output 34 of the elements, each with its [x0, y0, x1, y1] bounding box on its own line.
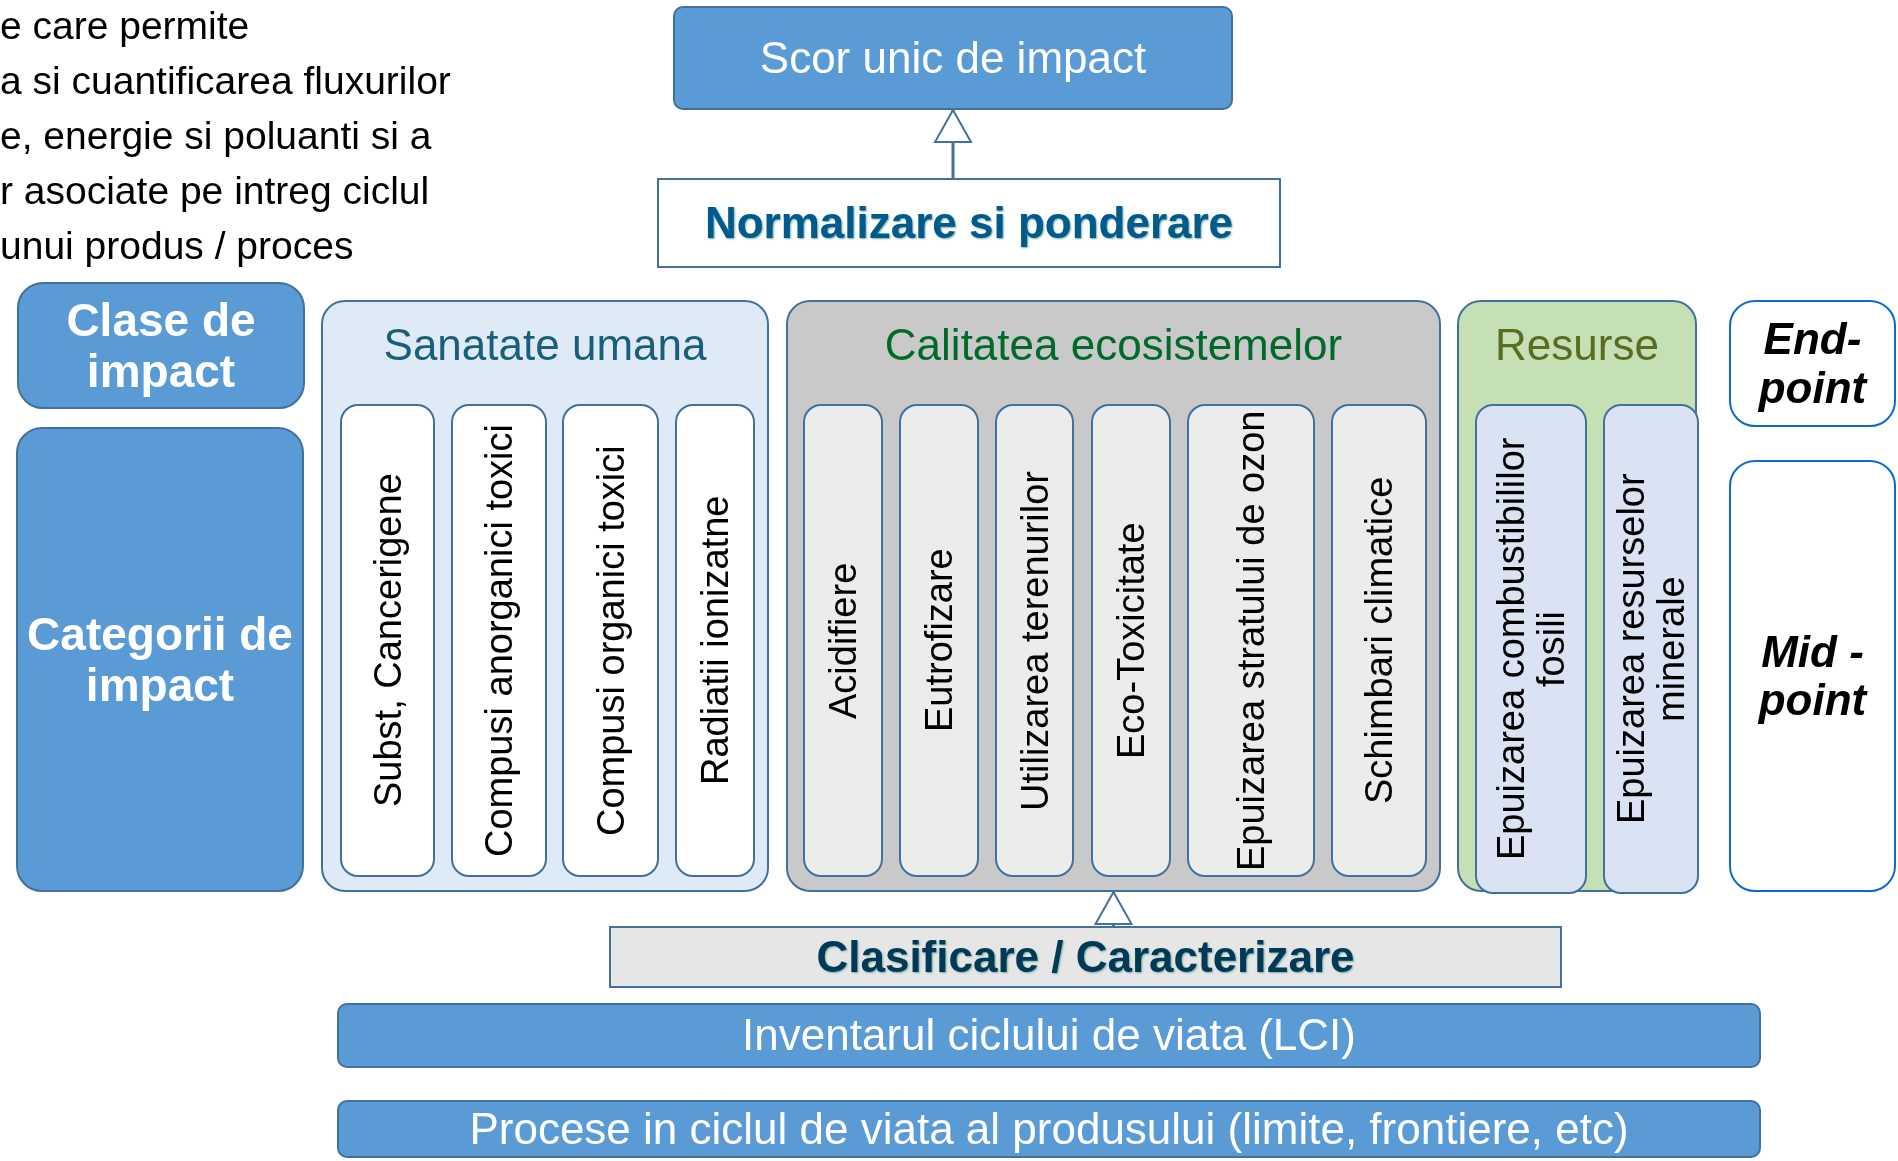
- step-box: Normalizare si ponderare: [657, 178, 1281, 268]
- category-box: Epuizarea resurselor minerale: [1603, 404, 1699, 894]
- heading-box: Categorii de impact: [16, 427, 304, 892]
- category-box: Eutrofizare: [899, 404, 979, 877]
- stage-bar: Inventarul ciclului de viata (LCI): [337, 1003, 1761, 1068]
- category-box: Schimbari climatice: [1331, 404, 1427, 877]
- category-box: Radiatii ionizatne: [675, 404, 755, 877]
- stage-bar: Scor unic de impact: [673, 6, 1233, 110]
- arrow: [934, 109, 972, 178]
- step-box: Clasificare / Caracterizare: [609, 926, 1562, 988]
- category-box: Subst, Cancerigene: [340, 404, 435, 877]
- arrow: [1094, 891, 1133, 926]
- category-box: Epuizarea stratului de ozon: [1187, 404, 1315, 877]
- body-text-line: a si cuantificarea fluxurilor: [0, 58, 451, 104]
- body-text-line: r asociate pe intreg ciclul: [0, 168, 430, 214]
- heading-box: Clase de impact: [17, 282, 305, 409]
- category-box: Compusi anorganici toxici: [451, 404, 547, 877]
- category-box: Utilizarea terenurilor: [995, 404, 1074, 877]
- body-text-line: e care permite: [0, 3, 250, 49]
- category-box: Epuizarea combustibililor fosili: [1475, 404, 1587, 894]
- category-box: Acidifiere: [803, 404, 883, 877]
- group-title: Calitatea ecosistemelor: [883, 320, 1344, 370]
- category-box: Compusi organici toxici: [562, 404, 659, 877]
- group-panel: [786, 300, 1441, 892]
- body-text-line: e, energie si poluanti si a: [0, 113, 432, 159]
- category-box: Eco-Toxicitate: [1091, 404, 1171, 877]
- group-panel: [321, 300, 769, 892]
- level-box: End- point: [1729, 300, 1896, 427]
- body-text-line: unui produs / proces: [0, 223, 354, 269]
- group-panel: [1457, 300, 1697, 892]
- group-title: Resurse: [1494, 320, 1660, 370]
- level-box: Mid - point: [1729, 460, 1896, 892]
- stage-bar: Procese in ciclul de viata al produsului (limite, frontiere, etc): [337, 1100, 1761, 1158]
- group-title: Sanatate umana: [382, 320, 708, 370]
